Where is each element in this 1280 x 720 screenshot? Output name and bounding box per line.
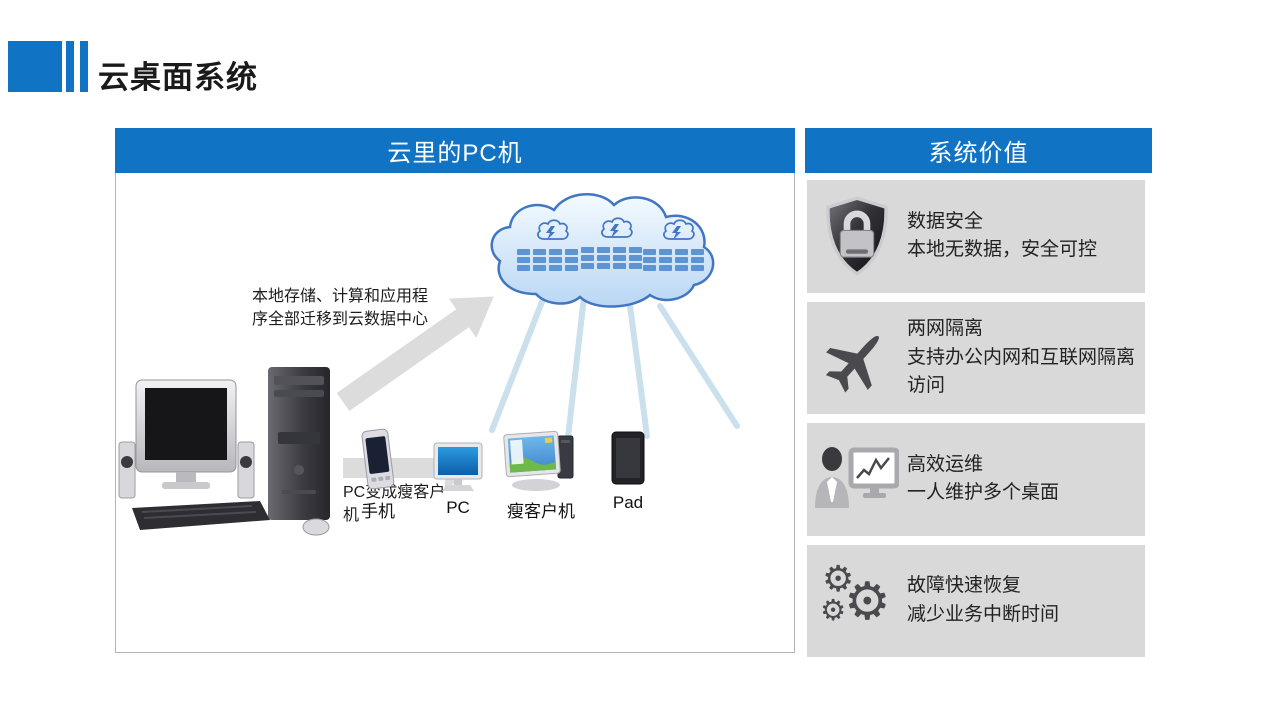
- value-title: 数据安全: [907, 210, 984, 232]
- gears-icon: ⚙ ⚙ ⚙: [807, 558, 907, 638]
- device-pc: PC: [423, 441, 493, 518]
- value-title: 故障快速恢复: [907, 575, 1022, 597]
- device-label: 手机: [361, 502, 395, 521]
- value-card-fast-recovery: ⚙ ⚙ ⚙ 故障快速恢复 减少业务中断时间: [807, 544, 1145, 657]
- value-desc: 本地无数据，安全可控: [907, 239, 1098, 261]
- airplane-icon: [807, 320, 907, 396]
- value-desc: 减少业务中断时间: [907, 603, 1060, 625]
- value-card-data-security: 数据安全 本地无数据，安全可控: [807, 180, 1145, 293]
- right-panel-header: 系统价值: [805, 128, 1152, 173]
- cloud-datacenter: [490, 192, 715, 308]
- gear-glyph: ⚙: [844, 571, 891, 632]
- value-desc: 支持办公内网和互联网隔离访问: [907, 346, 1136, 397]
- admin-monitor-icon: [807, 446, 907, 512]
- gear-glyph: ⚙: [822, 558, 855, 600]
- device-thin-client: 瘦客户机: [495, 430, 587, 522]
- device-pad: Pad: [600, 430, 656, 513]
- smartphone-icon: [361, 428, 395, 490]
- migrate-up-arrow: [336, 296, 494, 412]
- cloud-bolt-icon: [537, 219, 569, 240]
- thin-client-label: PC变成瘦客户机: [343, 484, 446, 525]
- device-label: Pad: [612, 493, 644, 512]
- shield-lock-icon: [807, 196, 907, 277]
- value-card-network-isolation: 两网隔离 支持办公内网和互联网隔离访问: [807, 301, 1145, 414]
- pc-mouse: [302, 518, 330, 536]
- value-title: 两网隔离: [907, 318, 984, 339]
- migrate-label: 本地存储、计算和应用程序全部迁移到云数据中心: [252, 288, 429, 329]
- cloud-bolt-icon: [601, 217, 633, 238]
- pc-icon: [433, 442, 483, 491]
- diagram-connections: [336, 285, 740, 489]
- server-cluster: [517, 219, 578, 272]
- page-title: 云桌面系统: [98, 60, 258, 95]
- pc-speaker: [118, 441, 136, 499]
- server-cluster: [581, 217, 642, 270]
- gear-glyph: ⚙: [820, 592, 846, 627]
- pc-speaker: [237, 441, 255, 499]
- title-accent-square: [8, 41, 62, 92]
- thin-client-icon: [503, 430, 574, 491]
- tablet-icon: [611, 431, 645, 485]
- cloud-bolt-icon: [663, 219, 695, 240]
- device-label: 瘦客户机: [507, 502, 575, 521]
- title-accent-bar: [66, 41, 74, 92]
- device-label: PC: [446, 498, 470, 517]
- value-desc: 一人维护多个桌面: [907, 482, 1060, 504]
- cloud-beam-lines: [489, 285, 740, 449]
- server-cluster: [643, 219, 704, 272]
- value-card-efficient-ops: 高效运维 一人维护多个桌面: [807, 423, 1145, 536]
- value-list: 数据安全 本地无数据，安全可控 两网隔离 支持办公内网和互联网隔离访问: [807, 180, 1145, 657]
- value-title: 高效运维: [907, 453, 984, 475]
- left-panel-header: 云里的PC机: [115, 128, 795, 173]
- device-phone: 手机: [348, 428, 408, 522]
- desktop-pc-image: [118, 367, 330, 536]
- title-accent-bar: [80, 41, 88, 92]
